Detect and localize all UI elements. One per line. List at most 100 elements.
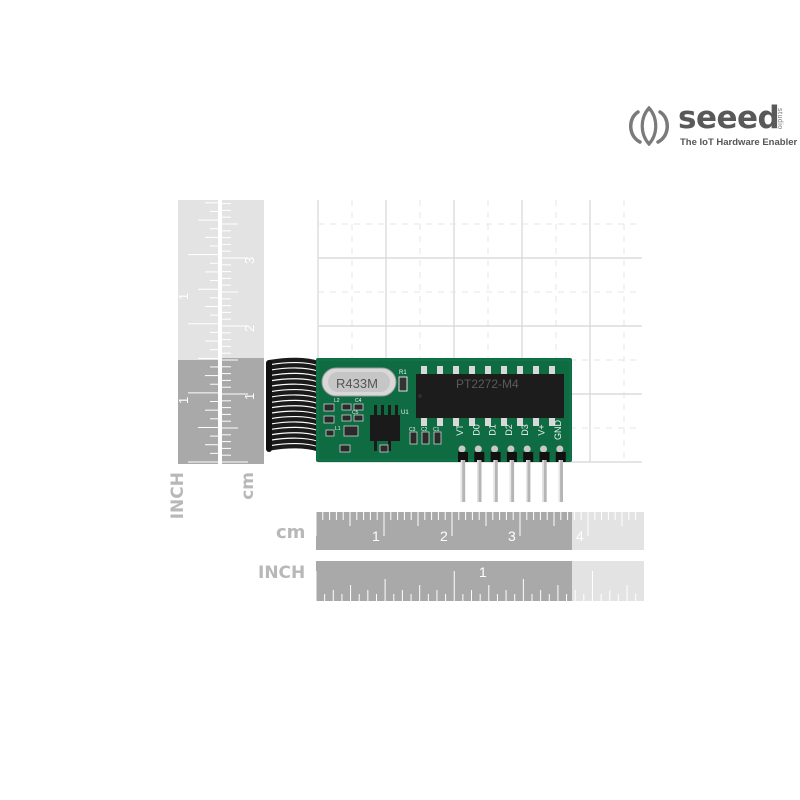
ic-pin <box>485 418 491 426</box>
solder-pad <box>523 445 531 453</box>
header-pin <box>526 460 531 502</box>
ic-pin <box>437 366 443 374</box>
label-c5: C5 <box>352 410 359 416</box>
label-c2: C2 <box>421 427 428 433</box>
header-spacer <box>490 452 501 462</box>
crystal-oscillator: R433M <box>321 367 397 397</box>
horizontal-cm-number-1: 1 <box>372 528 380 544</box>
antenna-turn <box>267 411 321 420</box>
solder-pad <box>507 445 515 453</box>
antenna-turn <box>267 390 321 398</box>
logo-tagline: The IoT Hardware Enabler <box>680 137 798 148</box>
antenna-turn <box>267 417 321 425</box>
ic-pin <box>549 366 555 374</box>
solder-pad <box>474 445 482 453</box>
label-r1: R1 <box>399 370 407 376</box>
antenna-turn <box>267 373 321 382</box>
header-spacer <box>506 452 517 462</box>
ic-pin <box>469 418 475 426</box>
header-pin <box>558 460 563 502</box>
ic-pin <box>501 418 507 426</box>
resistor-r1 <box>398 376 408 392</box>
spring-antenna <box>266 357 321 452</box>
header-pin-highlight <box>542 460 544 502</box>
horizontal-inch-ruler <box>315 561 644 601</box>
ic-pin <box>501 366 507 374</box>
label-u1: U1 <box>401 410 409 416</box>
header-pin <box>509 460 515 502</box>
header-pin-highlight <box>477 460 479 502</box>
header-pin-highlight <box>526 460 528 502</box>
rf-chip-u1 <box>370 405 400 451</box>
ic-pin <box>421 418 427 426</box>
header-spacer <box>458 452 468 462</box>
pin-label: VT <box>455 424 465 436</box>
seeed-leaf-icon <box>629 106 669 146</box>
solder-pad <box>458 445 466 453</box>
antenna-turn <box>267 357 321 366</box>
solder-pad <box>556 445 564 453</box>
ic-pin <box>453 418 459 426</box>
vertical-inch-number: 1 <box>176 293 191 300</box>
vertical-inch-number-lower: 1 <box>176 397 191 404</box>
antenna-turn <box>267 395 321 403</box>
label-c4: C4 <box>355 398 362 404</box>
header-spacer <box>539 452 550 462</box>
horizontal-cm-number-3: 3 <box>508 528 516 544</box>
smd-components <box>323 403 442 453</box>
horizontal-cm-number-2: 2 <box>440 528 448 544</box>
seeed-logo: seeed studio The IoT Hardware Enabler <box>626 100 798 152</box>
vertical-cm-ruler <box>222 200 264 464</box>
label-c3: C3 <box>409 427 416 433</box>
header-pin <box>542 460 547 502</box>
header-pin-highlight <box>558 460 561 502</box>
antenna-turn <box>267 384 321 393</box>
solder-pad <box>540 445 547 453</box>
ic-pin <box>517 366 523 374</box>
vertical-cm-label: cm <box>238 472 258 500</box>
header-spacer <box>555 452 566 462</box>
pin-label: D3 <box>520 424 530 436</box>
horizontal-cm-ruler <box>315 512 644 550</box>
solder-pad <box>491 445 499 453</box>
antenna-turn <box>267 427 321 436</box>
header-pins <box>458 452 566 502</box>
pin-label: D2 <box>504 424 514 436</box>
vertical-cm-number-1: 1 <box>242 393 257 400</box>
header-pin-highlight <box>460 460 463 502</box>
ic-pin <box>517 418 523 426</box>
header-pin-highlight <box>509 460 512 502</box>
horizontal-cm-number-4: 4 <box>576 528 584 544</box>
pin-label: GND <box>553 420 563 441</box>
label-l1: L1 <box>335 426 341 432</box>
vertical-cm-number-3: 3 <box>242 257 257 264</box>
ic-pin <box>533 366 539 374</box>
vertical-inch-label: INCH <box>168 472 188 520</box>
pin-label: V+ <box>537 424 547 435</box>
ic-pin <box>421 366 427 374</box>
pcb-board: R433M R1 PT2272-M4 U1 <box>316 358 572 462</box>
horizontal-cm-label: cm <box>276 522 306 543</box>
vertical-cm-number-2: 2 <box>242 325 257 332</box>
antenna-turn <box>267 379 321 387</box>
header-pin <box>477 460 482 502</box>
antenna-turn <box>267 400 321 409</box>
antenna-turn <box>267 422 321 430</box>
label-l2: L2 <box>334 398 340 404</box>
ic-pin <box>533 418 539 426</box>
decoder-ic: PT2272-M4 <box>416 366 564 426</box>
antenna-turn <box>267 444 321 452</box>
antenna-turn <box>267 438 321 447</box>
ic-pin <box>453 366 459 374</box>
ic-marking: PT2272-M4 <box>456 377 519 391</box>
logo-wordmark: seeed <box>678 100 780 136</box>
antenna-turn <box>267 363 321 371</box>
ic-pin <box>437 418 443 426</box>
pin-label: D1 <box>488 424 498 436</box>
header-pin <box>460 460 466 502</box>
horizontal-inch-label: INCH <box>258 563 306 583</box>
pin-label: D0 <box>471 424 481 436</box>
antenna-edge <box>266 360 272 452</box>
header-pin-highlight <box>493 460 495 502</box>
